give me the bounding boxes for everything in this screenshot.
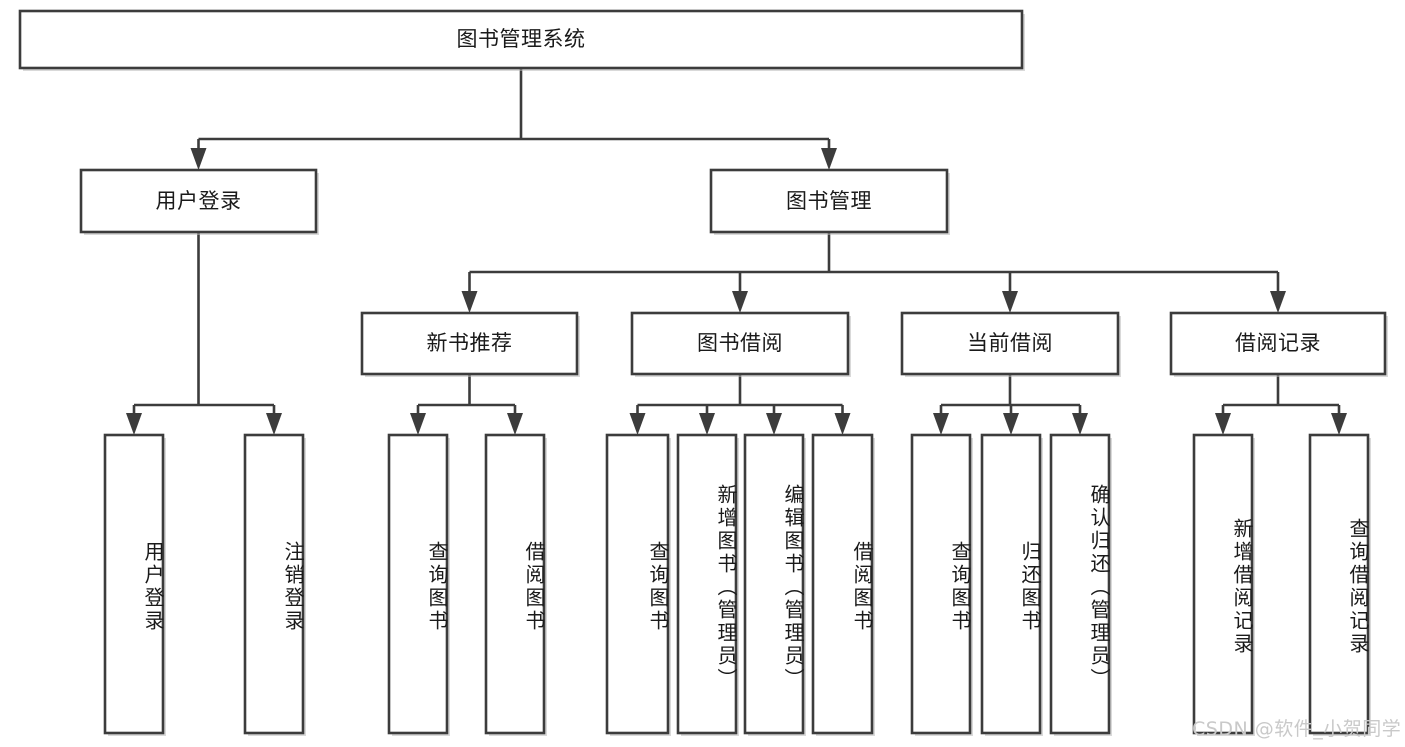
connector-group-root-bus xyxy=(190,68,837,170)
arrow-head-icon xyxy=(1003,413,1019,435)
node-box-book-manage[interactable] xyxy=(709,168,949,234)
node-box-leaf-add-record[interactable] xyxy=(1192,433,1254,735)
node-box-leaf-return-book[interactable] xyxy=(980,433,1042,735)
connector-group-book-borrow-bus xyxy=(629,374,851,435)
node-box-leaf-query-record[interactable] xyxy=(1308,433,1370,735)
arrow-head-icon xyxy=(266,413,282,435)
arrow-head-icon xyxy=(507,413,523,435)
arrow-head-icon xyxy=(1270,291,1286,313)
arrow-head-icon xyxy=(933,413,949,435)
node-box-new-book-recommend[interactable] xyxy=(360,311,579,376)
node-box-leaf-edit-book[interactable] xyxy=(743,433,805,735)
boxes-layer xyxy=(18,9,1388,736)
arrow-head-icon xyxy=(1215,413,1231,435)
node-box-leaf-query-book-rec[interactable] xyxy=(387,433,449,735)
connector-group-user-login-bus xyxy=(126,232,282,435)
node-box-leaf-borrow-book[interactable] xyxy=(811,433,874,735)
arrow-head-icon xyxy=(732,291,748,313)
arrow-head-icon xyxy=(1072,413,1088,435)
node-box-leaf-borrow-book-rec[interactable] xyxy=(484,433,546,735)
arrow-head-icon xyxy=(699,413,715,435)
node-box-root[interactable] xyxy=(18,9,1024,70)
arrow-head-icon xyxy=(190,148,207,170)
arrow-head-icon xyxy=(126,413,142,435)
arrow-head-icon xyxy=(461,291,478,313)
arrow-head-icon xyxy=(821,148,837,170)
node-box-leaf-add-book[interactable] xyxy=(676,433,738,735)
node-box-user-login[interactable] xyxy=(79,168,318,234)
node-box-borrow-record[interactable] xyxy=(1169,311,1387,376)
node-box-book-borrow[interactable] xyxy=(630,311,850,376)
connector-group-borrow-record-bus xyxy=(1215,374,1347,435)
connector-group-new-book-bus xyxy=(410,374,523,435)
arrow-head-icon xyxy=(1002,291,1018,313)
connector-group-book-manage-bus xyxy=(461,232,1286,313)
connectors-layer xyxy=(126,68,1347,435)
connector-group-current-borrow-bus xyxy=(933,374,1088,435)
arrow-head-icon xyxy=(410,413,426,435)
node-box-leaf-user-login[interactable] xyxy=(103,433,165,735)
arrow-head-icon xyxy=(1331,413,1347,435)
arrow-head-icon xyxy=(834,413,851,435)
arrow-head-icon xyxy=(629,413,646,435)
node-box-leaf-confirm-return[interactable] xyxy=(1049,433,1111,735)
node-box-leaf-logout[interactable] xyxy=(243,433,305,735)
node-box-leaf-query-book-current[interactable] xyxy=(910,433,972,735)
arrow-head-icon xyxy=(766,413,782,435)
node-box-leaf-query-book-borrow[interactable] xyxy=(605,433,670,735)
node-box-current-borrow[interactable] xyxy=(900,311,1120,376)
